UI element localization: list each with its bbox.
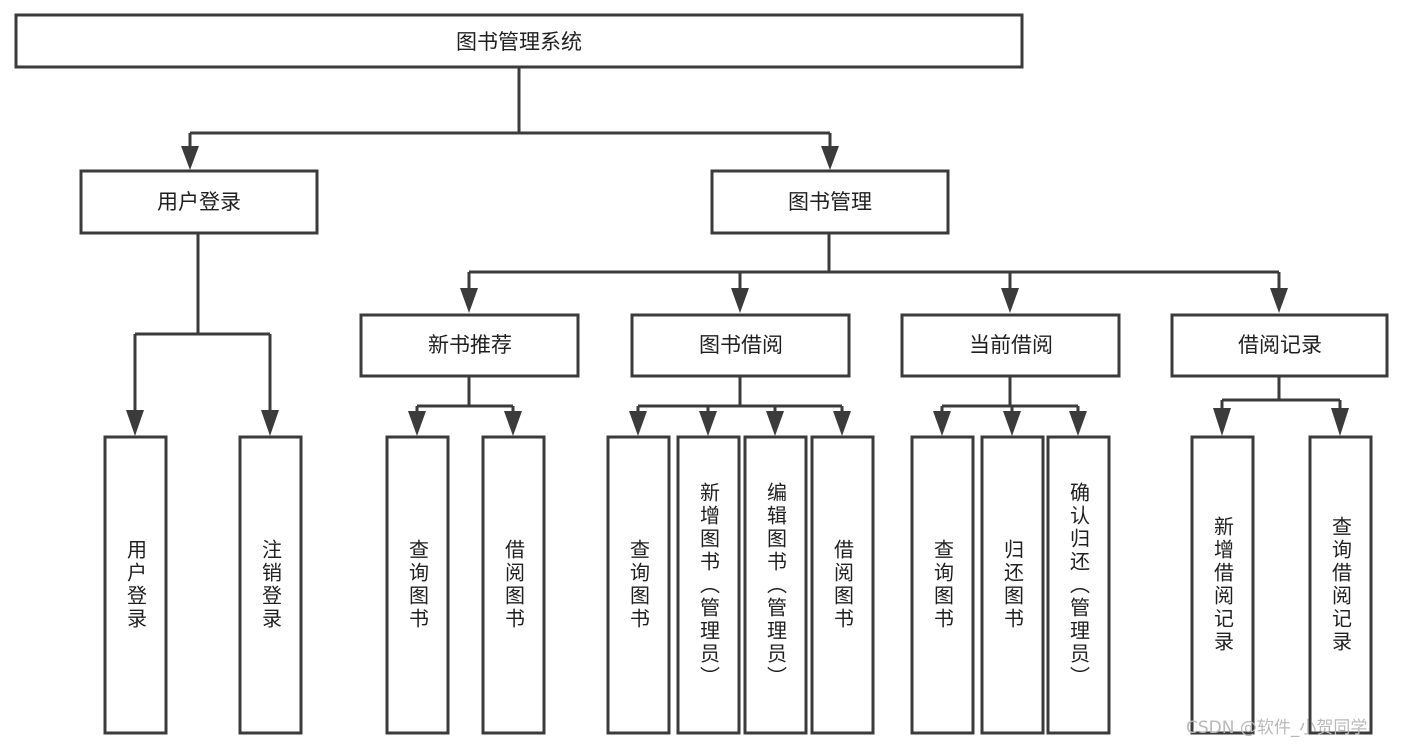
- node-new-book-recommend-label: 新书推荐: [428, 333, 512, 357]
- node-root[interactable]: 图书管理系统: [14, 13, 1024, 69]
- connector-root-to-level2: [181, 67, 839, 170]
- connector-borrowrecord-to-leaves: [1213, 376, 1349, 436]
- leaf-node-br-add-record[interactable]: [1190, 435, 1255, 735]
- node-book-borrow[interactable]: 图书借阅: [630, 313, 851, 378]
- leaf-node-br-query-record[interactable]: [1308, 435, 1373, 735]
- leaf-node-user-login[interactable]: [103, 435, 168, 735]
- node-book-manage[interactable]: 图书管理: [710, 169, 950, 235]
- node-root-label: 图书管理系统: [456, 30, 582, 54]
- leaf-node-cb-query-book[interactable]: [910, 435, 975, 735]
- node-borrow-record[interactable]: 借阅记录: [1170, 313, 1389, 378]
- leaf-node-bb-borrow-book[interactable]: [810, 435, 875, 735]
- node-book-borrow-label: 图书借阅: [699, 333, 783, 357]
- leaf-node-cb-return-book[interactable]: [980, 435, 1045, 735]
- node-borrow-record-label: 借阅记录: [1238, 333, 1322, 357]
- node-user-login-label: 用户登录: [157, 190, 241, 214]
- node-new-book-recommend[interactable]: 新书推荐: [359, 313, 580, 378]
- leaf-node-cb-confirm-return[interactable]: [1046, 435, 1111, 735]
- connector-userlogin-to-leaves: [126, 233, 279, 436]
- leaf-node-nbr-query-book[interactable]: [385, 435, 450, 735]
- csdn-watermark: CSDN @软件_小贺同学: [1186, 718, 1368, 738]
- leaf-node-bb-edit-book[interactable]: [743, 435, 808, 735]
- leaf-node-user-logout[interactable]: [238, 435, 303, 735]
- node-book-manage-label: 图书管理: [788, 190, 872, 214]
- connector-newbook-to-leaves: [408, 376, 522, 436]
- node-user-login[interactable]: 用户登录: [79, 169, 319, 235]
- connector-bookborrow-to-leaves: [629, 376, 851, 436]
- node-current-borrow-label: 当前借阅: [969, 333, 1053, 357]
- leaf-node-bb-query-book[interactable]: [606, 435, 671, 735]
- leaf-node-bb-add-book[interactable]: [676, 435, 741, 735]
- connector-currentborrow-to-leaves: [933, 376, 1087, 436]
- leaf-node-nbr-borrow-book[interactable]: [481, 435, 546, 735]
- node-current-borrow[interactable]: 当前借阅: [900, 313, 1121, 378]
- connector-bookmanage-to-level3: [460, 233, 1288, 313]
